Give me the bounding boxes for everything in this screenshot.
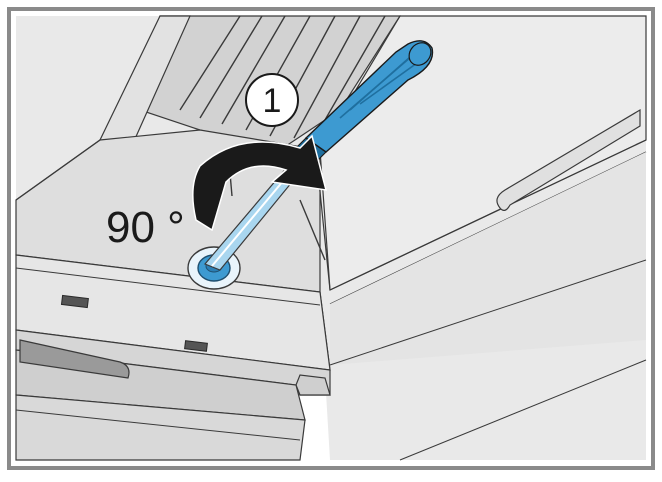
drawer-front (15, 394, 306, 461)
cover-split-line (299, 199, 326, 261)
step-badge: 1 (245, 73, 299, 127)
front-slot-right (184, 340, 208, 352)
front-slot-left (60, 294, 89, 309)
right-bottom-edge (399, 359, 647, 461)
drawer-line (15, 409, 301, 441)
right-slot (496, 108, 641, 211)
front-panel-line (15, 267, 321, 306)
right-lower-plate (330, 152, 646, 365)
rail-clip (295, 374, 331, 396)
rotation-arrow-icon (192, 134, 328, 232)
right-lower-edge (329, 259, 647, 366)
step-number: 1 (263, 82, 282, 120)
frame-border (7, 7, 655, 470)
vent-slats (179, 15, 386, 139)
drawer-handle (19, 339, 130, 379)
fan-cover-edge (15, 139, 101, 201)
plate-edge (329, 139, 647, 291)
angle-label: 90 ° (106, 203, 185, 252)
